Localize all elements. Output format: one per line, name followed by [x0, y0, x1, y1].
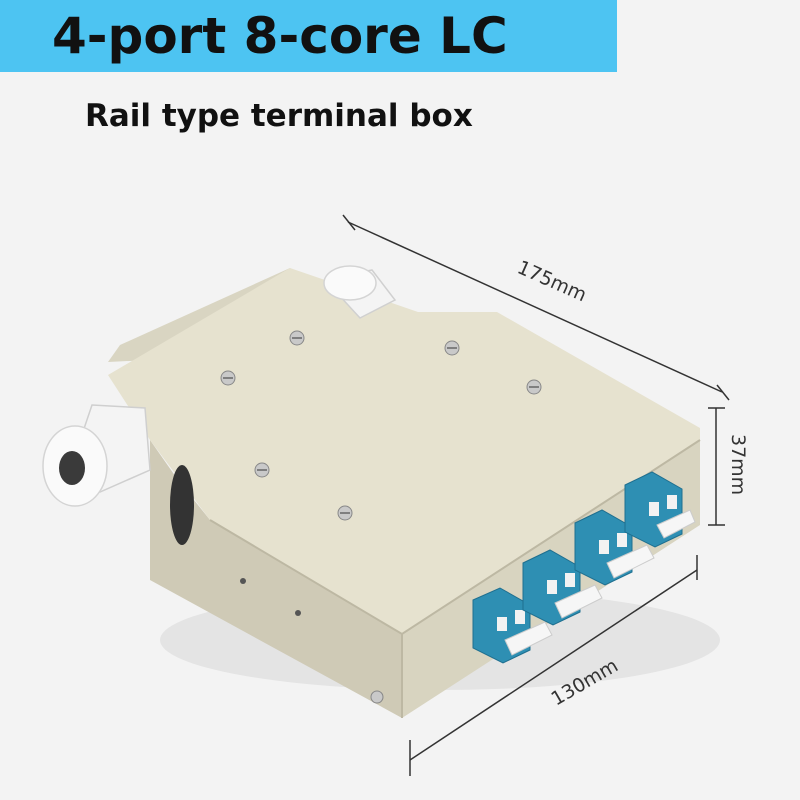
lc-adapter-icon [522, 549, 603, 626]
screw-icon [337, 505, 353, 521]
dimension-label-length: 175mm [514, 256, 590, 306]
box-top-face [108, 268, 700, 634]
screw-icon [254, 462, 270, 478]
box-left-face [150, 440, 402, 718]
screw-icon [444, 340, 460, 356]
cable-gland-icon [323, 265, 397, 319]
lc-adapter-icon [624, 471, 696, 548]
lc-adapter-icon [574, 509, 655, 586]
title-banner [0, 0, 617, 72]
lc-adapter-icon [472, 587, 553, 664]
dimension-line-height [708, 407, 725, 526]
dimension-line-width [409, 555, 698, 776]
page-title: 4-port 8-core LC [52, 7, 508, 65]
mount-hole [295, 610, 301, 616]
page-subtitle: Rail type terminal box [85, 98, 473, 134]
screw-icon [526, 379, 542, 395]
screw-icon [220, 370, 236, 386]
dimension-label-height: 37mm [727, 434, 749, 495]
screw-icon [289, 330, 305, 346]
screw-icon [370, 690, 384, 704]
mount-hole [240, 578, 246, 584]
cable-gland-icon [42, 404, 151, 507]
side-opening [170, 465, 194, 545]
dimension-line-length [342, 214, 730, 401]
